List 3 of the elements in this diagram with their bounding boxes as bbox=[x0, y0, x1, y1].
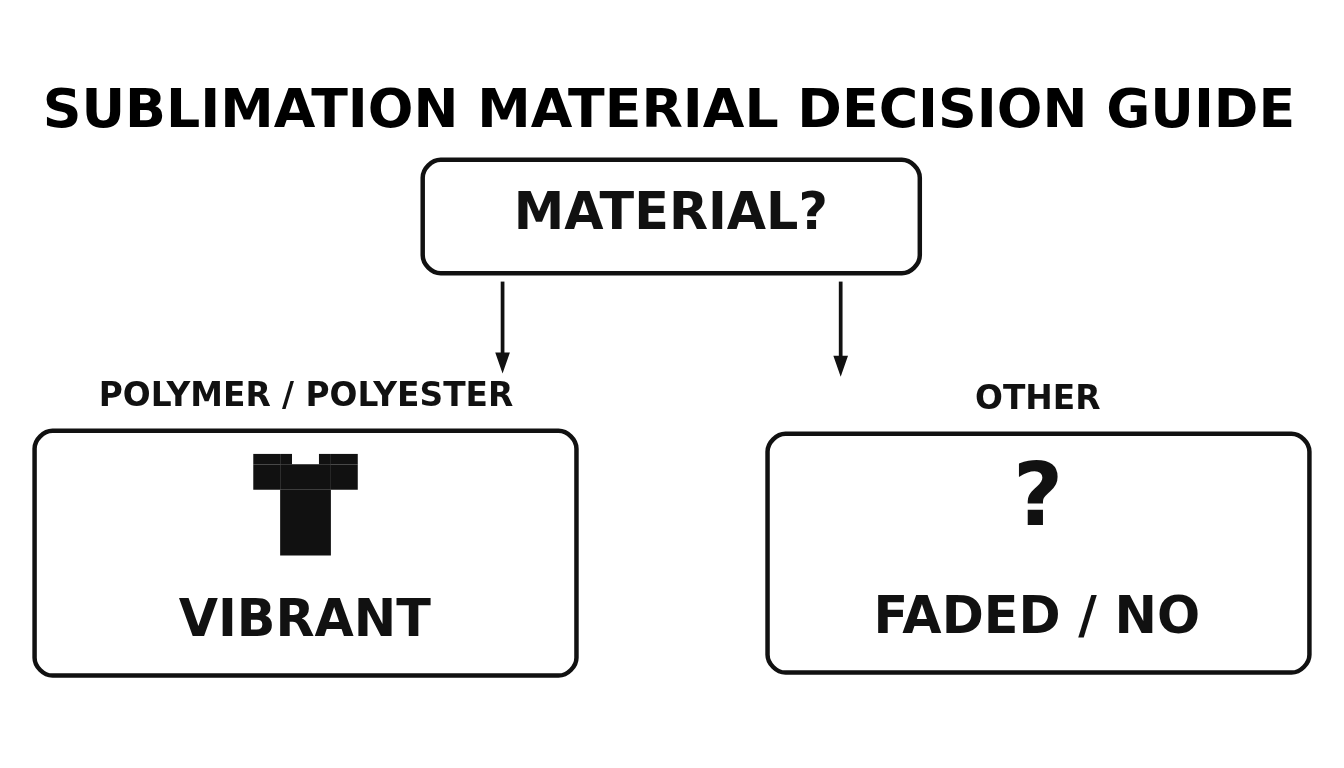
node-label: POLYMER / POLYESTER bbox=[98, 375, 514, 414]
diagram-title: SUBLIMATION MATERIAL DECISION GUIDE bbox=[42, 76, 1296, 140]
node-label: OTHER bbox=[975, 378, 1101, 417]
